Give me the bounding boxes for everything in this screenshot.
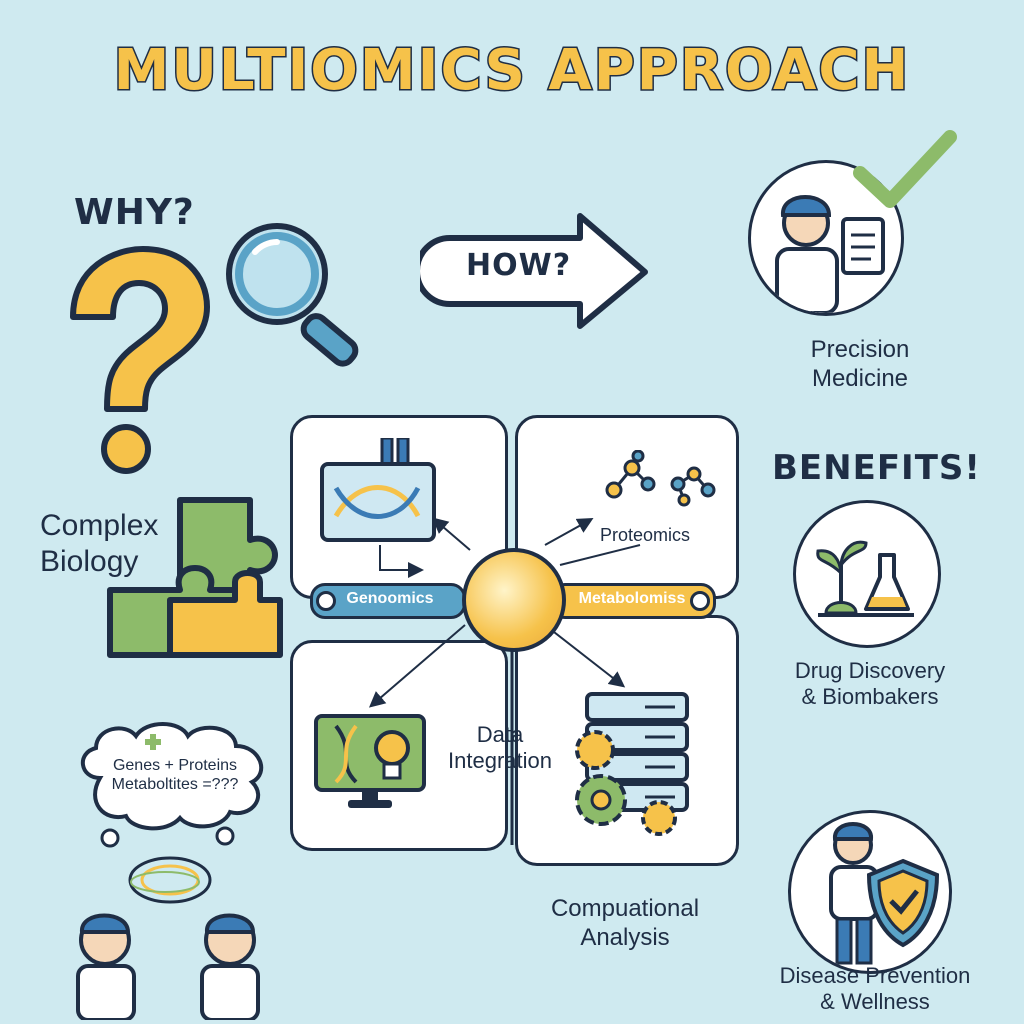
doctor-icon xyxy=(775,195,885,313)
thought-text: Genes + Proteins Metaboltites =??? xyxy=(80,756,270,794)
data-integration-label: Data Integration xyxy=(425,722,575,775)
disease-line2: & Wellness xyxy=(820,989,930,1015)
data-integration-line1: Data xyxy=(476,722,524,747)
disease-line1: Disease Prevention xyxy=(779,963,971,988)
page-title: MULTIOMICS APPROACH xyxy=(112,37,911,105)
checkmark-icon xyxy=(853,130,957,208)
data-integration-line2: Integration xyxy=(448,748,552,774)
why-heading: WHY? xyxy=(74,192,195,233)
drug-discovery-circle xyxy=(793,500,941,648)
metabolomics-bar xyxy=(550,583,716,619)
genomics-bar xyxy=(310,583,466,619)
computational-line1: Compuational xyxy=(550,895,700,922)
magnifier-icon xyxy=(226,223,359,367)
drug-discovery-label: Drug Discovery & Biombakers xyxy=(760,658,980,711)
benefits-heading: BENEFITS! xyxy=(772,448,981,488)
precision-line2: Medicine xyxy=(811,364,909,392)
integration-hub-icon xyxy=(462,548,566,652)
disease-prevention-circle xyxy=(788,810,952,974)
server-icon xyxy=(575,692,689,836)
complex-biology-label: Complex Biology xyxy=(40,508,180,580)
complex-biology-line1: Complex xyxy=(40,509,159,542)
thought-line1: Genes + Proteins xyxy=(112,757,238,774)
genomics-bar-knob xyxy=(316,591,336,611)
genomics-label: Genoomics xyxy=(346,590,434,607)
shield-person-icon xyxy=(829,822,940,965)
disease-prevention-label: Disease Prevention & Wellness xyxy=(755,963,995,1016)
plant-flask-icon xyxy=(816,540,914,617)
scientists-icon xyxy=(76,856,260,1020)
how-arrow-icon xyxy=(420,213,648,329)
precision-medicine-circle xyxy=(748,160,904,316)
drug-line1: Drug Discovery xyxy=(794,658,946,683)
metabolomics-bar-knob xyxy=(690,591,710,611)
molecule-icon xyxy=(605,450,716,507)
precision-medicine-label: Precision Medicine xyxy=(770,336,950,394)
dna-sequencer-icon xyxy=(320,438,436,542)
monitor-icon xyxy=(314,714,426,808)
computational-line2: Analysis xyxy=(580,923,670,951)
how-label: HOW? xyxy=(466,248,572,283)
drug-line2: & Biombakers xyxy=(801,684,939,710)
puzzle-icon xyxy=(107,497,283,658)
metabolomics-label: Metabolomiss xyxy=(578,590,686,607)
computational-label: Compuational Analysis xyxy=(520,895,730,953)
question-mark-icon xyxy=(70,246,210,474)
complex-biology-line2: Biology xyxy=(40,545,139,578)
precision-line1: Precision xyxy=(810,336,910,363)
proteomics-label: Proteomics xyxy=(599,525,691,545)
thought-cloud-icon xyxy=(80,722,264,848)
thought-line2: Metaboltites =??? xyxy=(111,776,239,794)
